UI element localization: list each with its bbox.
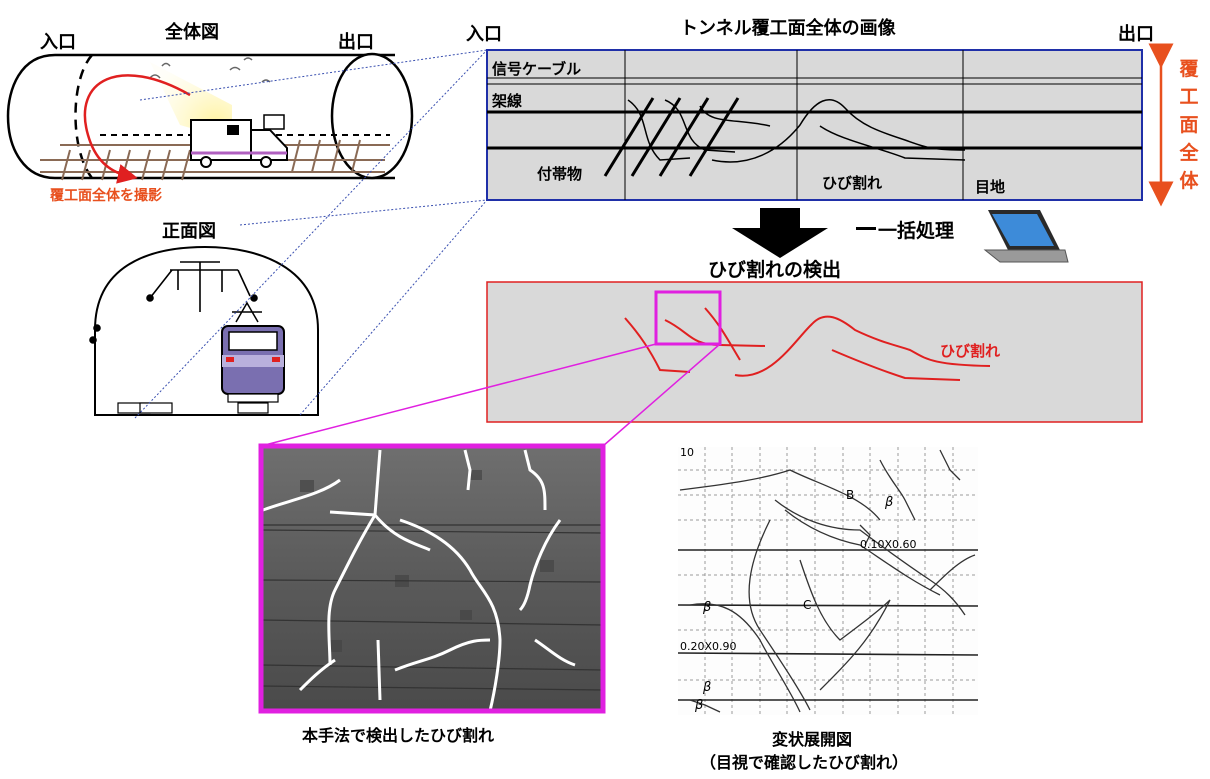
overall-view-title: 全体図 [165, 22, 219, 43]
map-b-mark: B [846, 488, 855, 502]
map-caption-line2: （目視で確認したひび割れ） [700, 753, 909, 772]
front-view-title: 正面図 [162, 221, 216, 242]
vertical-char: 覆 [1179, 58, 1199, 80]
vertical-char: 体 [1179, 170, 1199, 192]
overview-exit-label: 出口 [1118, 24, 1154, 45]
tunnel-front-view-illustration [89, 245, 319, 416]
overview-crack-label: ひび割れ [822, 174, 883, 192]
vertical-char: 工 [1179, 86, 1199, 108]
zoom-lines [260, 343, 721, 447]
left-entrance-label: 入口 [40, 32, 76, 53]
overview-panel [486, 43, 1174, 207]
tunnel-overall-illustration [6, 52, 414, 184]
map-beta-2: β [703, 600, 712, 615]
detected-crack-photo [258, 443, 606, 714]
vertical-char: 全 [1179, 142, 1199, 164]
deformation-map [677, 447, 979, 715]
batch-dash [856, 227, 876, 230]
overview-title: トンネル覆工面全体の画像 [680, 18, 896, 39]
joint-label: 目地 [975, 178, 1006, 196]
map-caption-line1: 変状展開図 [772, 730, 853, 749]
crack-detection-title: ひび割れの検出 [708, 259, 842, 281]
map-c-mark: C [803, 598, 812, 612]
projection-lines [134, 49, 488, 419]
map-beta-1: β [885, 495, 894, 510]
signal-cable-label: 信号ケーブル [492, 60, 582, 78]
down-arrow [732, 208, 828, 258]
capture-caption: 覆工面全体を撮影 [50, 188, 162, 204]
vertical-lining-label: 覆 工 面 全 体 [1174, 55, 1204, 195]
detection-panel [486, 281, 1143, 423]
vertical-char: 面 [1179, 114, 1199, 136]
map-measure-1: 0.10X0.60 [860, 538, 917, 551]
batch-process-label: 一括処理 [878, 220, 955, 242]
map-measure-2: 0.20X0.90 [680, 640, 737, 653]
left-exit-label: 出口 [338, 32, 374, 53]
detection-crack-label: ひび割れ [940, 342, 1001, 360]
map-top-number: 10 [680, 446, 694, 459]
laptop-icon [983, 210, 1069, 263]
overview-entrance-label: 入口 [466, 24, 502, 45]
map-beta-3: β [703, 680, 712, 695]
photo-caption: 本手法で検出したひび割れ [302, 726, 495, 745]
attachment-label: 付帯物 [537, 165, 583, 183]
map-beta-4: β [695, 698, 704, 713]
overhead-wire-label: 架線 [492, 92, 523, 110]
